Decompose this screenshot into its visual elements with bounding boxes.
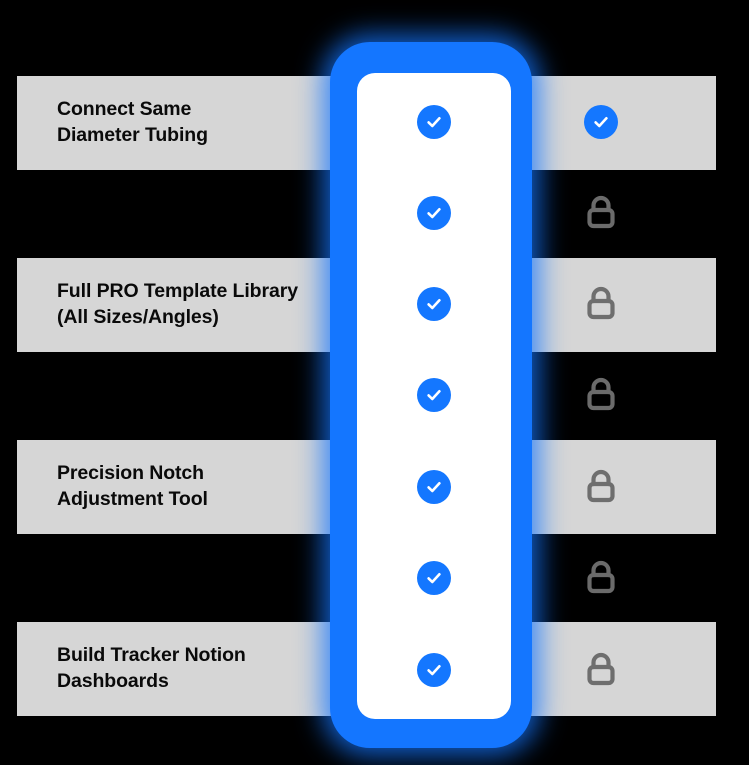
check-icon bbox=[417, 653, 451, 687]
check-icon bbox=[412, 282, 456, 326]
lock-icon bbox=[583, 284, 619, 324]
feature-label: Connect Same Diameter Tubing bbox=[57, 98, 208, 146]
lock-icon bbox=[579, 465, 623, 509]
feature-label: Precision Notch Adjustment Tool bbox=[57, 462, 208, 510]
feature-label: Full PRO Template Library (All Sizes/Ang… bbox=[57, 280, 298, 328]
lock-icon bbox=[583, 558, 619, 598]
check-icon bbox=[417, 105, 451, 139]
check-icon bbox=[579, 100, 623, 144]
lock-icon bbox=[579, 191, 623, 235]
check-icon bbox=[412, 465, 456, 509]
lock-icon bbox=[579, 282, 623, 326]
check-icon bbox=[417, 378, 451, 412]
feature-label: Build Tracker Notion Dashboards bbox=[57, 644, 246, 692]
lock-icon bbox=[583, 193, 619, 233]
check-icon bbox=[584, 105, 618, 139]
lock-icon bbox=[583, 650, 619, 690]
lock-icon bbox=[579, 373, 623, 417]
check-icon bbox=[412, 373, 456, 417]
check-icon bbox=[417, 287, 451, 321]
check-icon bbox=[412, 191, 456, 235]
check-icon bbox=[417, 196, 451, 230]
check-icon bbox=[412, 556, 456, 600]
lock-icon bbox=[583, 375, 619, 415]
check-icon bbox=[417, 561, 451, 595]
check-icon bbox=[417, 470, 451, 504]
check-icon bbox=[412, 100, 456, 144]
lock-icon bbox=[579, 648, 623, 692]
check-icon bbox=[412, 648, 456, 692]
lock-icon bbox=[583, 467, 619, 507]
lock-icon bbox=[579, 556, 623, 600]
